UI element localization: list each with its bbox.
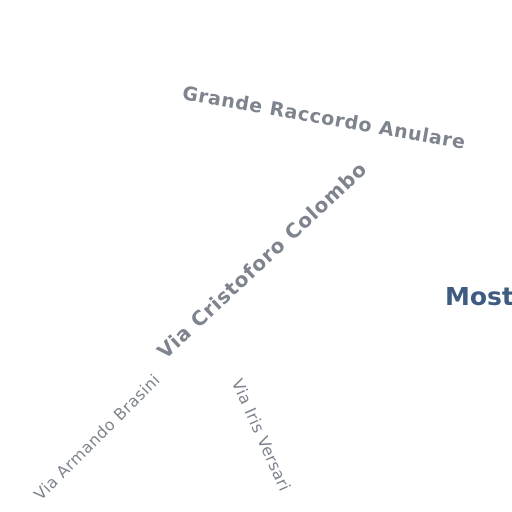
road-label-via-armando-brasini: Via Armando Brasini xyxy=(30,370,164,504)
road-label-via-iris-versari: Via Iris Versari xyxy=(227,375,295,495)
road-label-grande-raccordo-anulare: Grande Raccordo Anulare xyxy=(180,82,468,154)
place-label: Most xyxy=(445,282,512,311)
road-label-via-cristoforo-colombo: Via Cristoforo Colombo xyxy=(152,156,372,364)
